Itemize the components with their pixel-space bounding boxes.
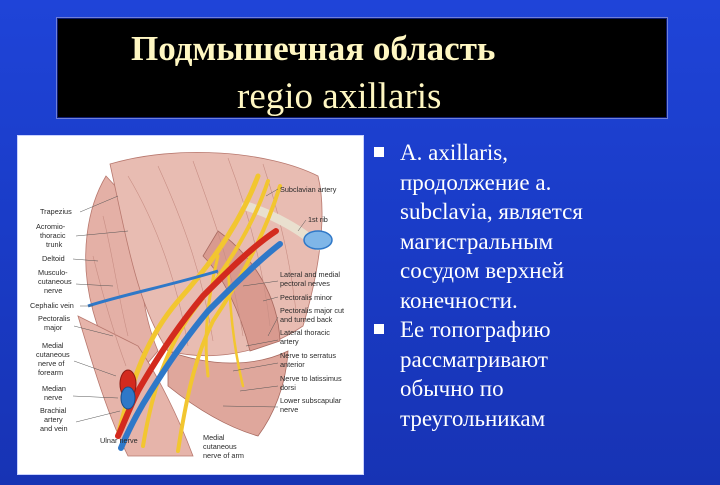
label-nerve: nerve: [44, 286, 62, 295]
label-cutaneous: cutaneous: [38, 277, 72, 286]
label-nerve-of: nerve of: [38, 359, 65, 368]
bullet-1-line: магистральным: [400, 228, 554, 254]
label-and-vein: and vein: [40, 424, 68, 433]
slide-title: Подмышечная область: [131, 29, 496, 68]
slide-subtitle-latin: regio axillaris: [237, 76, 442, 117]
label-first-rib: 1st rib: [308, 215, 328, 224]
label-lower-subscapular-nerve: nerve: [280, 405, 298, 414]
label-cutaneous-2: cutaneous: [36, 350, 70, 359]
pectoralis-cut-flap: [167, 350, 289, 437]
label-brachial: Brachial: [40, 406, 67, 415]
bullet-square-icon: [374, 147, 384, 157]
label-nerve-latissimus: Nerve to latissimus: [280, 374, 342, 383]
label-trunk: trunk: [46, 240, 63, 249]
title-box: Подмышечная область regio axillaris: [56, 17, 668, 119]
bullet-2-line: обычно по: [400, 376, 504, 401]
label-major: major: [44, 323, 63, 332]
bullet-square-icon: [374, 324, 384, 334]
brachial-vein-cut: [120, 386, 136, 410]
label-lateral-thoracic-artery: artery: [280, 337, 299, 346]
label-cephalic-vein: Cephalic vein: [30, 301, 74, 310]
label-pectoralis-minor: Pectoralis minor: [280, 293, 333, 302]
axillary-artery: [115, 228, 279, 439]
label-acromio: Acromio-: [36, 222, 66, 231]
label-leader-lines: [72, 188, 307, 423]
label-medial-2: Medial: [203, 433, 225, 442]
label-pectoral-nerves: pectoral nerves: [280, 279, 330, 288]
bullet-1-line: A. axillaris,: [400, 140, 508, 165]
label-lateral-medial: Lateral and medial: [280, 270, 340, 279]
bullet-item-2: Ее топографию рассматривают обычно по тр…: [370, 315, 715, 433]
label-forearm: forearm: [38, 368, 63, 377]
label-turned-back: and turned back: [280, 315, 333, 324]
bullet-1-line: продолжение a.: [400, 169, 552, 195]
label-nerve-serratus: Nerve to serratus: [280, 351, 336, 360]
label-ulnar-nerve: Ulnar nerve: [100, 436, 138, 445]
bullet-2-line: рассматривают: [400, 346, 548, 372]
label-medial: Medial: [42, 341, 64, 350]
bullet-1-line: конечности.: [400, 287, 518, 313]
bullet-list: A. axillaris, продолжение a. subclavia, …: [370, 138, 715, 433]
label-median: Median: [42, 384, 66, 393]
label-musculo: Musculo-: [38, 268, 68, 277]
bullet-2-line: треугольникам: [400, 405, 546, 431]
label-anterior: anterior: [280, 360, 305, 369]
bullet-item-1: A. axillaris, продолжение a. subclavia, …: [370, 138, 715, 315]
label-trapezius: Trapezius: [40, 207, 72, 216]
label-artery: artery: [44, 415, 63, 424]
label-median-nerve: nerve: [44, 393, 62, 402]
bullet-1-line: сосудом верхней: [400, 258, 565, 283]
label-cutaneous-3: cutaneous: [203, 442, 237, 451]
label-thoracic: thoracic: [40, 231, 66, 240]
label-lower-subscapular: Lower subscapular: [280, 396, 342, 405]
label-deltoid: Deltoid: [42, 254, 65, 263]
subclavian-vessel-cut: [303, 230, 333, 250]
label-lateral-thoracic: Lateral thoracic: [280, 328, 330, 337]
label-nerve-of-arm: nerve of arm: [203, 451, 244, 460]
label-subclavian-artery: Subclavian artery: [280, 185, 337, 194]
label-dorsi: dorsi: [280, 383, 296, 392]
axilla-diagram: Trapezius Acromio- thoracic trunk Deltoi…: [30, 151, 344, 460]
bullet-1-line: subclavia, является: [400, 199, 583, 224]
cephalic-vein: [87, 269, 219, 308]
axillary-vein: [118, 241, 283, 451]
label-pectoralis: Pectoralis: [38, 314, 70, 323]
bullet-2-line: Ее топографию: [400, 317, 551, 342]
anatomy-illustration: Trapezius Acromio- thoracic trunk Deltoi…: [17, 135, 364, 475]
label-pectoralis-major-cut: Pectoralis major cut: [280, 306, 344, 315]
